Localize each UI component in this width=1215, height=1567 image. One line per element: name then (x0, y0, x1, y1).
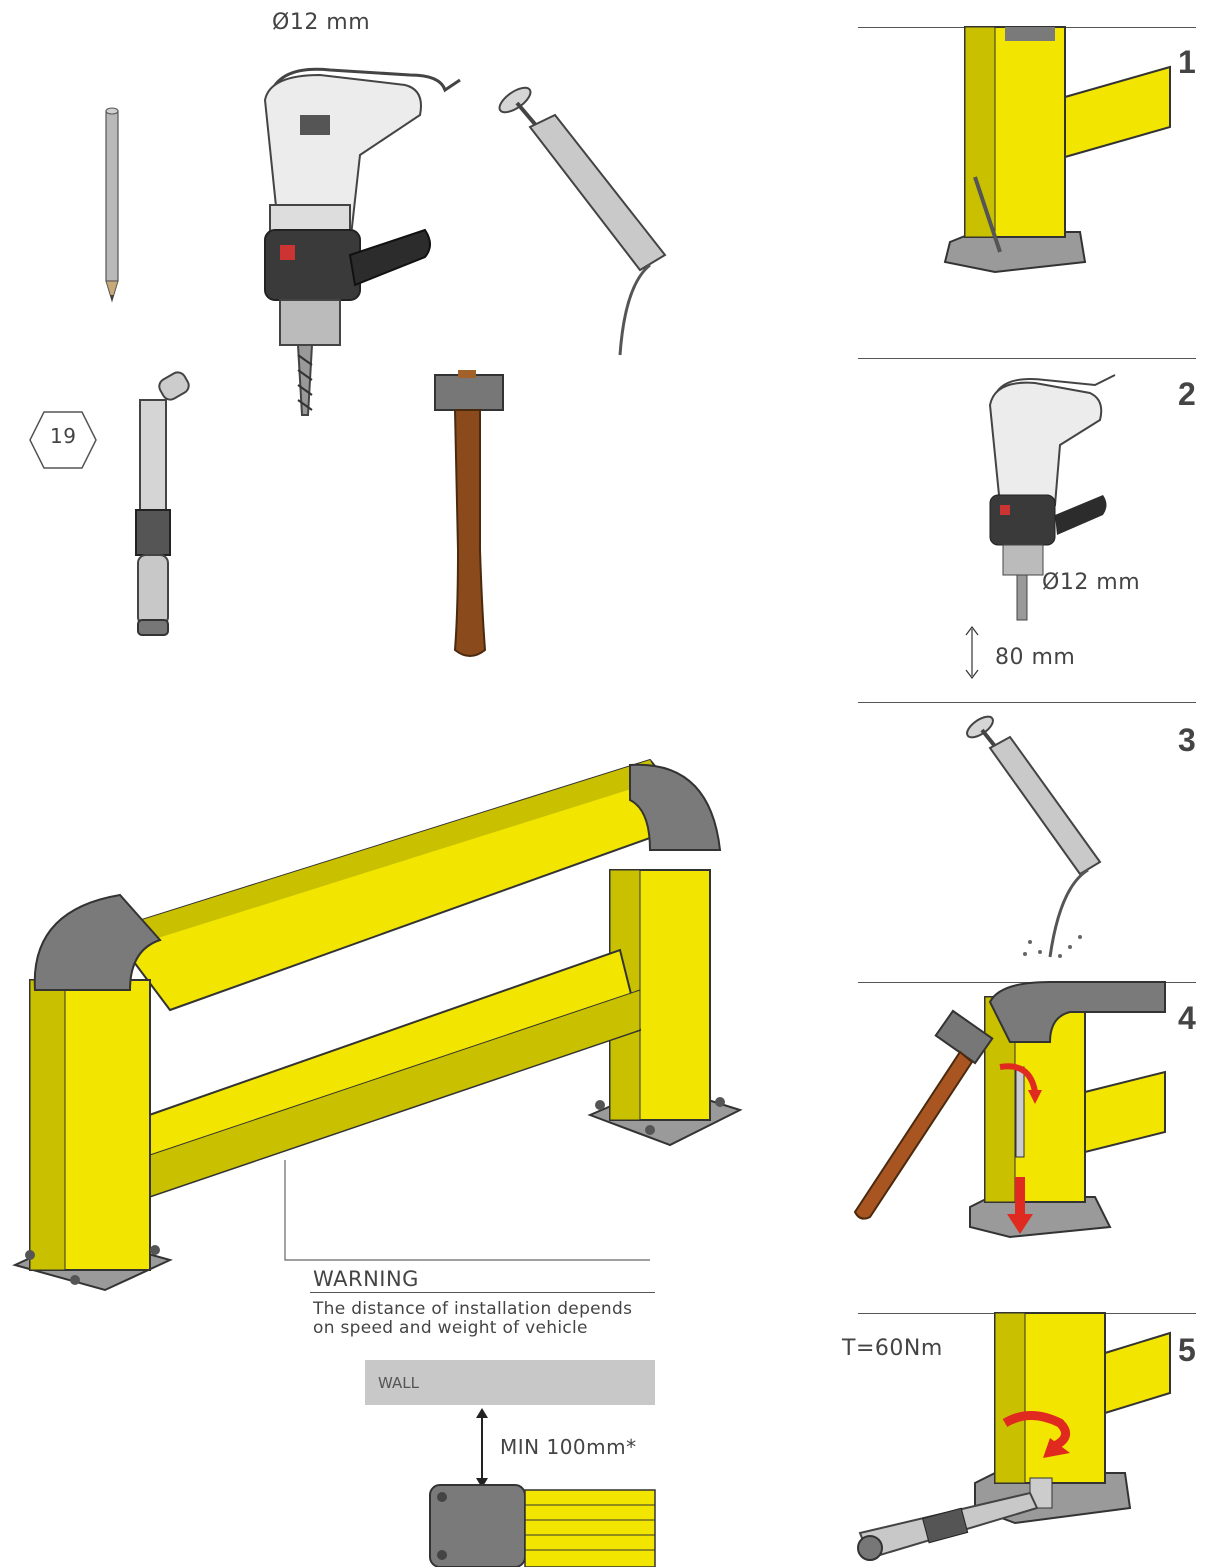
step-5-illustration (857, 1312, 1171, 1561)
drill-icon (263, 67, 461, 416)
torque-wrench-icon (135, 371, 190, 636)
drill-diameter-label: Ø12 mm (272, 10, 371, 35)
wall-label: WALL (378, 1374, 419, 1392)
distance-arrow-icon (476, 1408, 488, 1488)
min-distance-label: MIN 100mm* (500, 1435, 637, 1459)
barrier-illustration (12, 758, 743, 1292)
step-1-illustration (943, 26, 1171, 274)
pencil-icon (105, 107, 119, 303)
grease-gun-icon (498, 86, 667, 356)
step-3-rule (858, 702, 1196, 703)
step-4-illustration (853, 981, 1166, 1239)
hex-socket-icon (29, 411, 97, 469)
socket-size-label: 19 (50, 424, 77, 448)
step-4-number: 4 (1178, 1000, 1196, 1036)
warning-title: WARNING (313, 1267, 419, 1291)
step-3-grease-gun-icon (966, 715, 1102, 958)
step-2-diameter: Ø12 mm (1042, 570, 1141, 595)
step-2-drill-icon (988, 374, 1116, 621)
warning-line-1: The distance of installation depends (313, 1299, 633, 1319)
hammer-icon (434, 370, 504, 657)
step-2-rule (858, 358, 1196, 359)
warning-line-2: on speed and weight of vehicle (313, 1318, 588, 1338)
step-3-number: 3 (1178, 722, 1196, 758)
depth-arrow-icon (965, 626, 979, 679)
wall-block (365, 1360, 655, 1405)
step-5-number: 5 (1178, 1332, 1196, 1368)
step-5-torque: T=60Nm (842, 1336, 943, 1361)
warning-rule (310, 1292, 655, 1293)
barrier-top-view (429, 1484, 656, 1567)
step-2-depth: 80 mm (995, 645, 1076, 670)
step-1-number: 1 (1178, 44, 1196, 80)
step-2-number: 2 (1178, 376, 1196, 412)
